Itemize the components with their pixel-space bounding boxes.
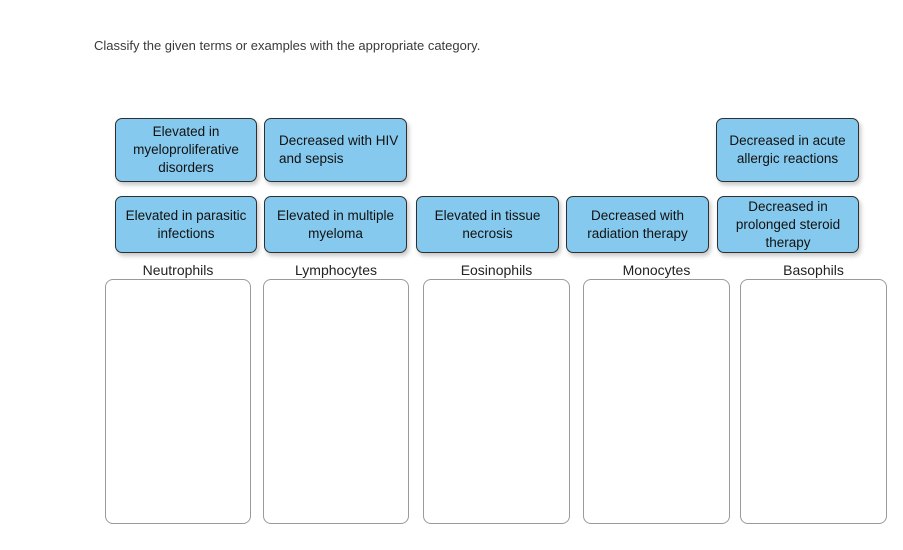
dropzone-neutrophils[interactable]: [105, 279, 251, 524]
dropzone-monocytes[interactable]: [583, 279, 730, 524]
draggable-tile-elevated-myeloma[interactable]: Elevated in multiple myeloma: [264, 196, 407, 253]
category-label-monocytes: Monocytes: [622, 262, 691, 278]
draggable-tile-decreased-hiv-sepsis[interactable]: Decreased with HIV and sepsis: [264, 118, 407, 182]
category-label-lymphocytes: Lymphocytes: [295, 262, 377, 278]
draggable-tile-decreased-steroid[interactable]: Decreased in prolonged steroid therapy: [717, 196, 859, 253]
draggable-tile-elevated-myeloproliferative[interactable]: Elevated in myeloproliferative disorders: [115, 118, 257, 182]
category-label-eosinophils: Eosinophils: [460, 262, 533, 278]
dropzone-lymphocytes[interactable]: [263, 279, 409, 524]
draggable-tile-decreased-acute-allergic[interactable]: Decreased in acute allergic reactions: [716, 118, 859, 182]
dropzone-eosinophils[interactable]: [423, 279, 570, 524]
dropzone-basophils[interactable]: [740, 279, 887, 524]
draggable-tile-elevated-tissue-necrosis[interactable]: Elevated in tissue necrosis: [416, 196, 559, 253]
draggable-tile-elevated-parasitic[interactable]: Elevated in parasitic infections: [115, 196, 257, 253]
category-label-neutrophils: Neutrophils: [142, 262, 214, 278]
instruction-text: Classify the given terms or examples wit…: [94, 38, 481, 53]
category-label-basophils: Basophils: [783, 262, 844, 278]
draggable-tile-decreased-radiation[interactable]: Decreased with radiation therapy: [566, 196, 709, 253]
